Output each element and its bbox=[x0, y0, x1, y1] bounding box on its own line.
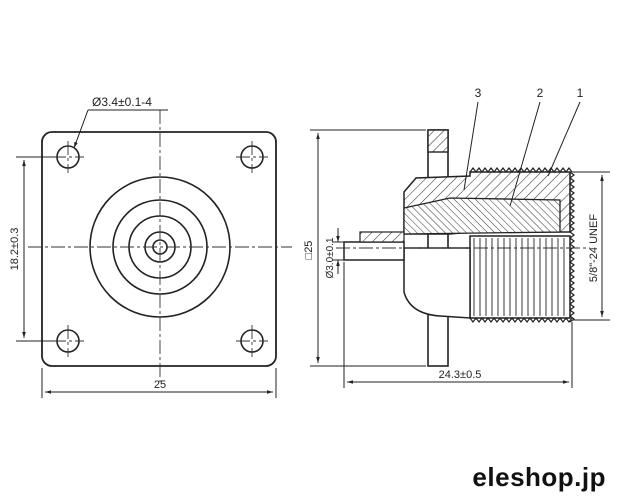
thread-dimension bbox=[572, 171, 610, 321]
width-dim-text: 25 bbox=[154, 379, 166, 391]
width-dimension bbox=[41, 368, 277, 398]
flange-square bbox=[41, 131, 277, 367]
pin-dim-text: Ø3.0±0.1 bbox=[325, 237, 336, 279]
flange-plate-section bbox=[427, 129, 449, 153]
length-dim-text: 24.3±0.5 bbox=[439, 369, 482, 381]
rear-body bbox=[403, 247, 471, 319]
part-leaders bbox=[463, 101, 581, 207]
thread-teeth-bottom bbox=[469, 317, 573, 323]
part-label-2: 2 bbox=[537, 86, 544, 100]
height-dim-text: 18.2±0.3 bbox=[9, 228, 21, 271]
part-label-1: 1 bbox=[577, 86, 584, 100]
flange-dim-text: □25 bbox=[303, 241, 315, 260]
part-label-3: 3 bbox=[475, 86, 482, 100]
center-pin-section bbox=[359, 231, 405, 243]
center-lines bbox=[28, 110, 292, 382]
height-dimension bbox=[16, 156, 56, 342]
front-view bbox=[16, 109, 292, 398]
hole-callout-text: Ø3.4±0.1-4 bbox=[92, 95, 152, 109]
pin-dimension bbox=[332, 228, 344, 274]
side-view bbox=[310, 101, 610, 388]
length-dimension bbox=[343, 262, 573, 388]
hole-callout-leader bbox=[73, 109, 168, 149]
threaded-barrel bbox=[469, 235, 571, 319]
insulator-section bbox=[403, 197, 561, 235]
thread-dim-text: 5/8"-24 UNEF bbox=[588, 214, 600, 282]
center-pin-side bbox=[343, 241, 405, 261]
thread-lines bbox=[473, 238, 565, 316]
flange-dimension bbox=[310, 129, 426, 367]
thread-teeth-end bbox=[569, 171, 575, 323]
brand-logo-text: eleshop.jp bbox=[472, 462, 606, 492]
